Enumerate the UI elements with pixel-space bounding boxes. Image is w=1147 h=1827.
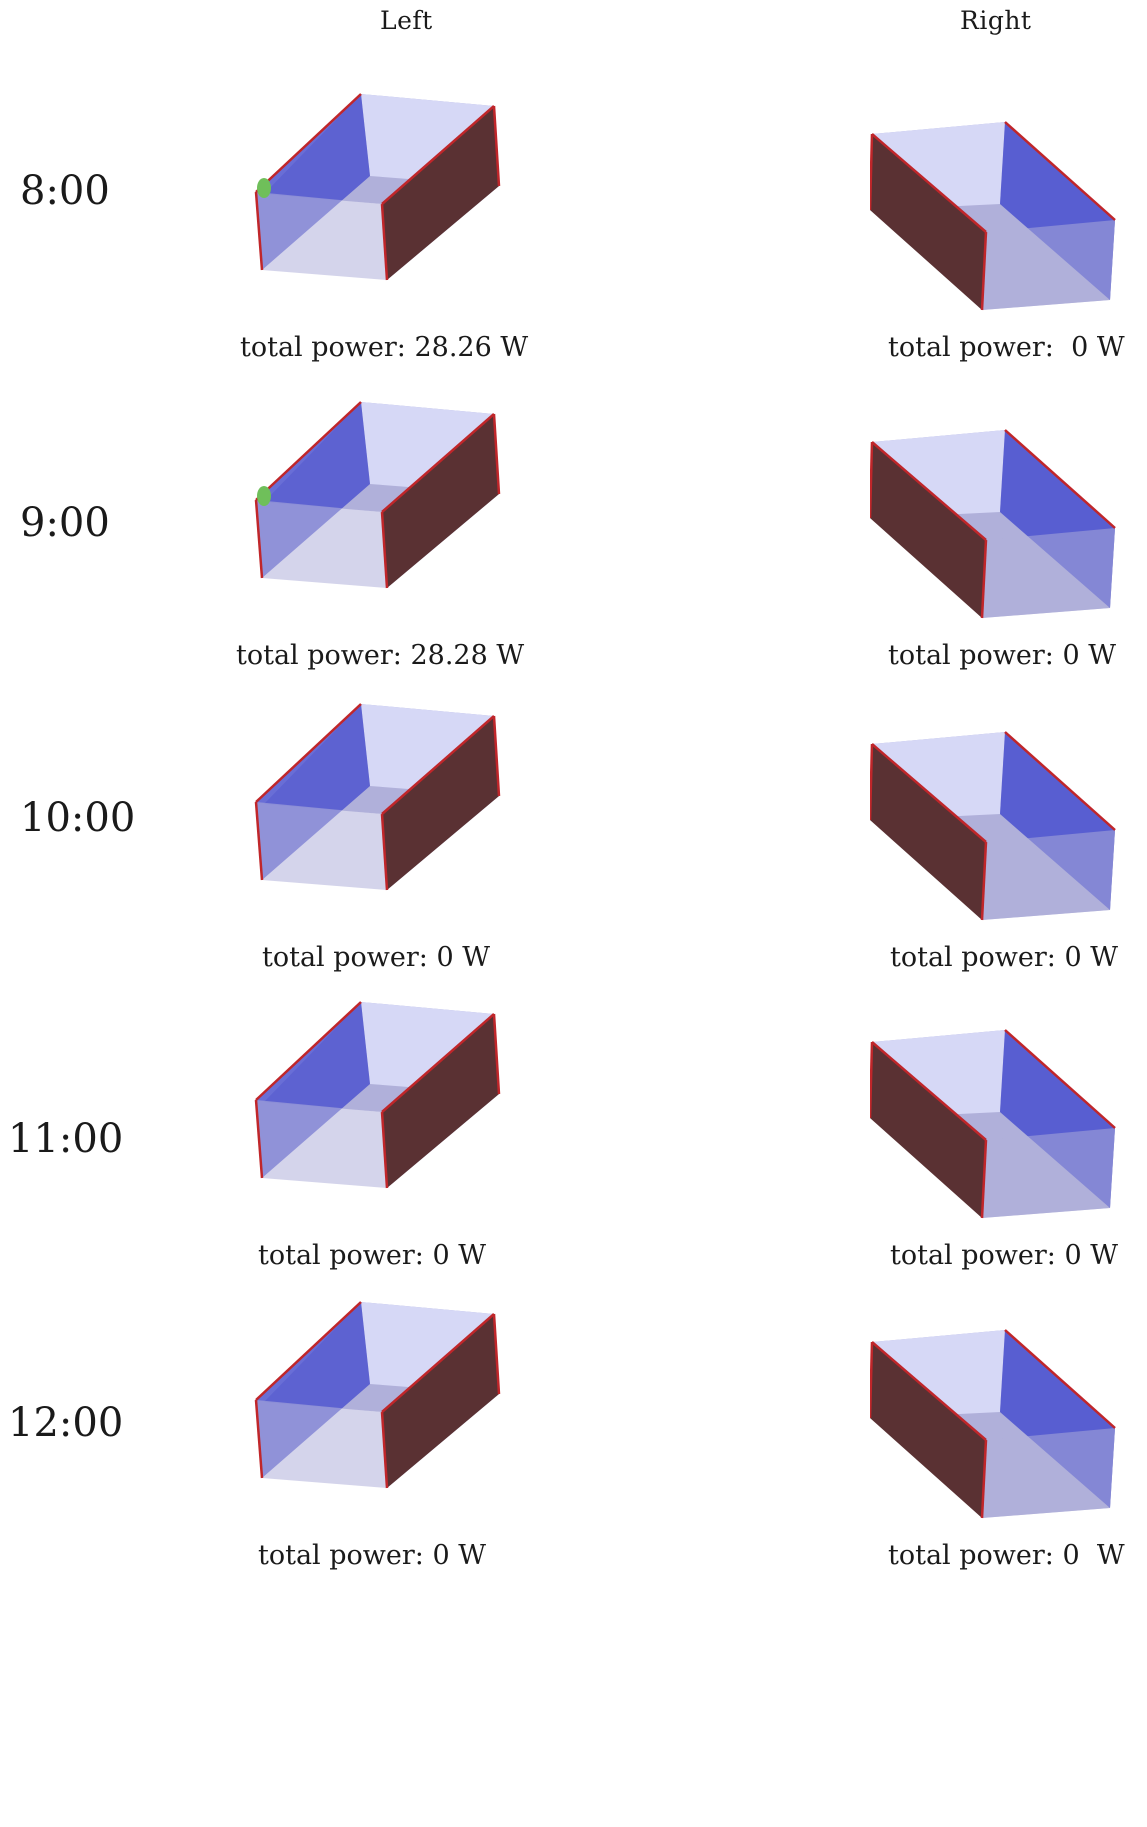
box-edge [980, 1439, 988, 1519]
right-box-render [870, 1029, 1116, 1219]
box-edge [871, 441, 987, 541]
hotspot-marker [257, 486, 271, 506]
left-total-power: total power: 28.28 W [236, 640, 525, 671]
box-edge [380, 511, 389, 589]
box-edge [380, 1411, 389, 1489]
box-edge [870, 743, 874, 821]
box-edge [870, 133, 874, 211]
left-total-power: total power: 0 W [258, 1240, 486, 1271]
column-header-left: Left [380, 6, 433, 35]
right-box-render [870, 1329, 1116, 1519]
box-edge [871, 1041, 987, 1141]
left-total-power: total power: 0 W [262, 942, 490, 973]
box-dark-panel [870, 134, 986, 310]
box-edge [255, 703, 362, 803]
box-front-glass [982, 830, 1115, 920]
box-edge [980, 841, 988, 921]
box-edge [980, 1139, 988, 1219]
box-edge [254, 1399, 264, 1479]
box-dark-panel [870, 1042, 986, 1218]
left-total-power: total power: 28.26 W [240, 332, 529, 363]
time-label: 8:00 [20, 168, 110, 214]
box-edge [871, 743, 987, 843]
box-dark-panel [382, 106, 499, 280]
time-label: 11:00 [8, 1116, 124, 1162]
box-edge [870, 1041, 874, 1119]
left-box-render [254, 1301, 501, 1489]
right-total-power: total power: 0 W [888, 1540, 1125, 1571]
box-edge [980, 539, 988, 619]
box-edge [1004, 121, 1116, 221]
left-box-render [254, 401, 501, 589]
box-dark-panel [870, 1342, 986, 1518]
box-edge [381, 1013, 495, 1113]
box-dark-panel [382, 414, 499, 588]
box-edge [381, 715, 495, 815]
box-edge [380, 203, 389, 281]
box-front-glass [982, 528, 1115, 618]
box-front-glass [256, 802, 387, 890]
box-edge [492, 715, 501, 797]
box-edge [1004, 1029, 1116, 1129]
box-edge [1004, 1329, 1116, 1429]
box-edge [254, 1099, 264, 1179]
box-edge [255, 1001, 362, 1101]
left-box-render [254, 1001, 501, 1189]
box-edge [870, 441, 874, 519]
box-edge [381, 105, 495, 205]
box-dark-panel [382, 1314, 499, 1488]
box-edge [381, 1313, 495, 1413]
time-label: 12:00 [8, 1400, 124, 1446]
box-edge [255, 1301, 362, 1401]
box-edge [380, 1111, 389, 1189]
box-front-glass [256, 500, 387, 588]
hotspot-marker [257, 178, 271, 198]
right-box-render [870, 731, 1116, 921]
box-front-glass [982, 1428, 1115, 1518]
box-edge [381, 413, 495, 513]
box-front-glass [256, 1100, 387, 1188]
box-edge [492, 105, 501, 187]
time-label: 10:00 [20, 795, 136, 841]
box-front-glass [256, 192, 387, 280]
box-dark-panel [870, 442, 986, 618]
left-box-render [254, 703, 501, 891]
left-total-power: total power: 0 W [258, 1540, 486, 1571]
box-dark-panel [382, 1014, 499, 1188]
time-label: 9:00 [20, 500, 110, 546]
box-edge [255, 401, 362, 501]
box-edge [980, 231, 988, 311]
box-edge [492, 1013, 501, 1095]
box-edge [1004, 429, 1116, 529]
right-total-power: total power: 0 W [890, 942, 1118, 973]
box-edge [871, 1341, 987, 1441]
column-header-right: Right [960, 6, 1032, 35]
box-dark-panel [870, 744, 986, 920]
right-box-render [870, 121, 1116, 311]
right-total-power: total power: 0 W [888, 640, 1116, 671]
box-edge [254, 499, 264, 579]
right-total-power: total power: 0 W [890, 1240, 1118, 1271]
right-total-power: total power: 0 W [888, 332, 1125, 363]
box-edge [1004, 731, 1116, 831]
box-edge [492, 413, 501, 495]
box-edge [254, 801, 264, 881]
box-front-glass [256, 1400, 387, 1488]
box-front-glass [982, 1128, 1115, 1218]
box-front-glass [982, 220, 1115, 310]
box-edge [871, 133, 987, 233]
box-edge [254, 191, 264, 271]
box-dark-panel [382, 716, 499, 890]
right-box-render [870, 429, 1116, 619]
left-box-render [254, 93, 501, 281]
box-edge [255, 93, 362, 193]
box-edge [380, 813, 389, 891]
box-edge [870, 1341, 874, 1419]
box-edge [492, 1313, 501, 1395]
